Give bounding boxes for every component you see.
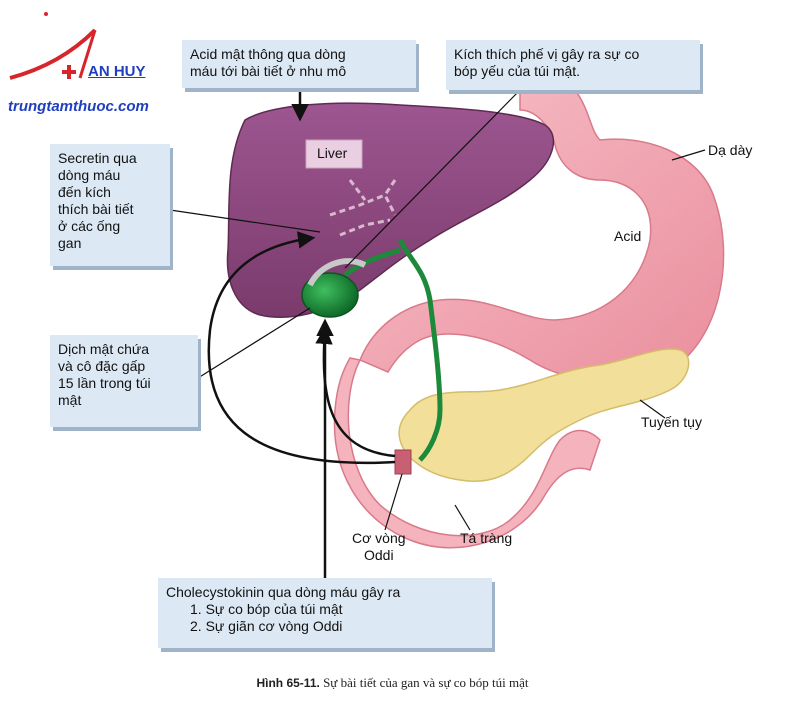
stomach-shape: [359, 81, 725, 384]
brand-name: AN HUY: [88, 63, 146, 80]
gallbladder-shape: [301, 272, 359, 318]
label-liver: Liver: [317, 145, 348, 161]
line-duodenum-label: [454, 504, 471, 531]
cck-title: Cholecystokinin qua dòng máu gây ra: [166, 584, 401, 600]
duodenum-shape: [333, 357, 601, 549]
line-stomach-label: [671, 149, 706, 161]
label-sphincter: Cơ vòng Oddi: [352, 530, 406, 563]
figure-number: Hình 65-11.: [256, 676, 320, 690]
liver-shape: [226, 102, 555, 318]
brand-logo-mark: [9, 12, 97, 80]
common-bile-duct: [397, 238, 443, 462]
label-duodenum: Tá tràng: [460, 530, 513, 546]
line-pancreas-label: [639, 399, 666, 419]
label-stomach: Dạ dày: [708, 142, 753, 158]
callout-vagal: Kích thích phế vị gây ra sự co bóp yếu c…: [446, 40, 700, 90]
gallbladder-neck: [307, 258, 367, 287]
hepatic-ducts: [329, 179, 397, 237]
sphincter-shape: [394, 449, 412, 475]
figure-caption-text: Sự bài tiết của gan và sự co bóp túi mật: [323, 675, 529, 690]
cck-item-2: 2. Sự giãn cơ vòng Oddi: [190, 618, 343, 634]
line-vagal: [344, 89, 521, 269]
cystic-duct: [343, 247, 401, 278]
callout-bile-store: Dịch mật chứa và cô đặc gấp 15 lần trong…: [50, 335, 198, 427]
callout-cck: Cholecystokinin qua dòng máu gây ra 1. S…: [158, 578, 492, 648]
brand-site[interactable]: trungtamthuoc.com: [8, 98, 149, 115]
figure-caption: Hình 65-11. Sự bài tiết của gan và sự co…: [0, 675, 785, 691]
label-pancreas: Tuyến tụy: [641, 414, 702, 430]
liver-label-box: [305, 139, 363, 169]
label-acid: Acid: [614, 228, 642, 244]
callout-secretin: Secretin qua dòng máu đến kích thích bài…: [50, 144, 170, 266]
callout-bile-acids: Acid mật thông qua dòng máu tới bài tiết…: [182, 40, 416, 88]
arrow-secretin-loop: [207, 231, 396, 465]
pancreas-shape: [398, 348, 690, 482]
line-oddi-label: [384, 473, 403, 531]
line-secretin: [169, 209, 321, 233]
cck-item-1: 1. Sự co bóp của túi mật: [190, 601, 343, 617]
line-bile-store: [197, 307, 311, 379]
